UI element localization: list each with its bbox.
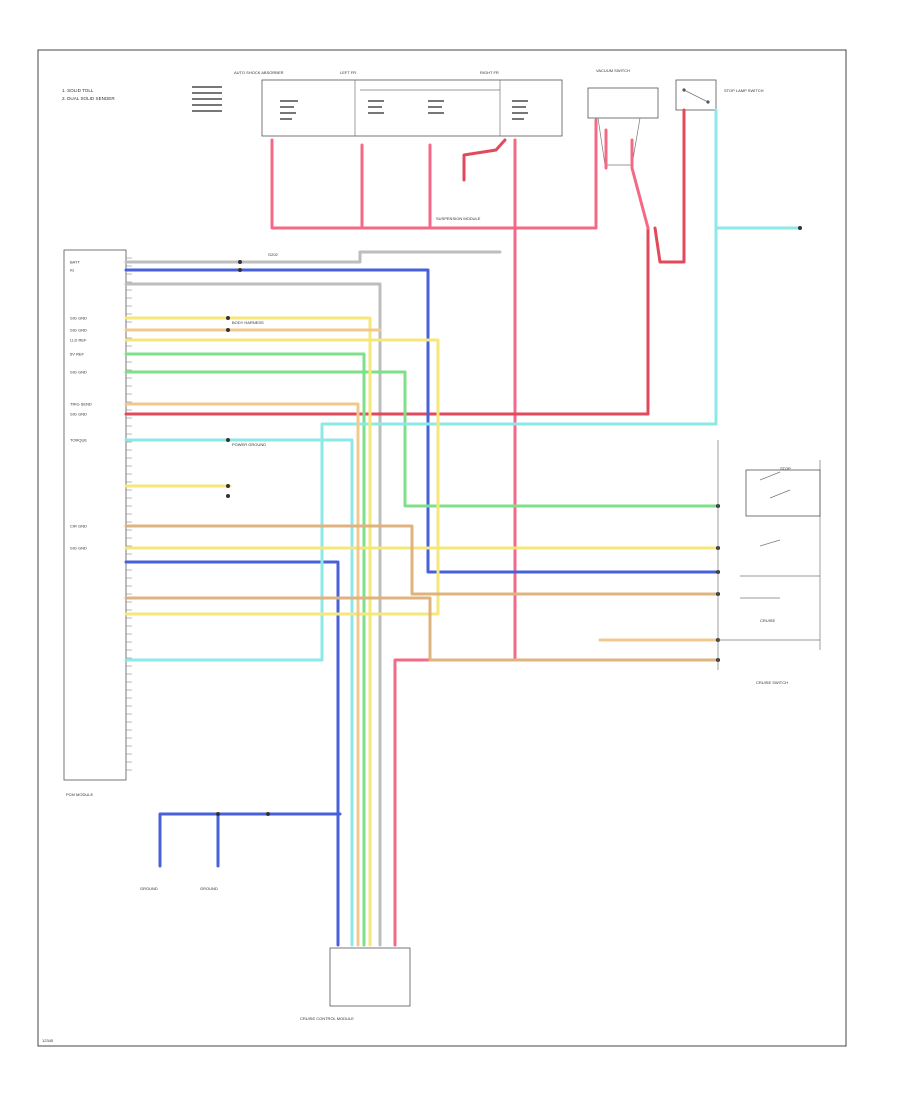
- wire-yellow-3: [124, 338, 440, 616]
- wire-gray-drop: [124, 282, 382, 947]
- legend-line-1: 1. SOLID TOLL: [62, 88, 94, 93]
- wire-cyan-2: [124, 108, 718, 662]
- top-connector-label-2: LEFT FR: [340, 70, 356, 75]
- vacuum-switch: VACUUM SWITCH: [587, 68, 659, 166]
- module-pin-label: IG: [70, 268, 74, 273]
- right-label-cruise: CRUISE: [760, 618, 775, 623]
- splice-label: SUSPENSION MODULE: [436, 216, 481, 221]
- ground-node-label: G202: [268, 252, 279, 257]
- wire-gray-top: [124, 250, 502, 264]
- module-pin-label: TRIG SEND: [70, 402, 92, 407]
- bottom-left-label-1: GROUND: [140, 886, 158, 891]
- wire-orange-1: [124, 402, 360, 947]
- module-pin-label: SIG GND: [70, 316, 87, 321]
- module-pin-label: TORQUE: [70, 438, 87, 443]
- module-pin-label: SIG GND: [70, 412, 87, 417]
- right-label-stop: STOP: [780, 466, 791, 471]
- bottom-left-label-2: GROUND: [200, 886, 218, 891]
- wire-red-right: [653, 108, 686, 264]
- wire-green-1: [124, 352, 366, 947]
- wire-yellow-1: [124, 316, 372, 947]
- left-module-title: PCM MODULE: [66, 792, 93, 797]
- stop-lamp-switch-label: STOP LAMP SWITCH: [724, 88, 764, 93]
- wire-blue-ground: [158, 812, 342, 868]
- wire-red-main: [124, 226, 650, 416]
- wire-cyan-1: [124, 438, 354, 947]
- module-pin-label: CIR GND: [70, 524, 87, 529]
- wire-tan-2: [124, 596, 720, 662]
- bottom-module: CRUISE CONTROL MODULE: [300, 947, 411, 1021]
- module-pin-label: SIG GND: [70, 546, 87, 551]
- wire-red-vac: [630, 138, 650, 230]
- footer-code: 12345: [42, 1038, 54, 1043]
- wire-red-top-loop: [270, 118, 598, 230]
- power-ground-label: POWER GROUND: [232, 442, 266, 447]
- module-pin-label: SIG GND: [70, 328, 87, 333]
- left-module: PCM MODULE BATT IG SIG GND SIG GND LLD REF 5V…: [63, 249, 132, 797]
- wire-blue-lower: [124, 560, 340, 947]
- stop-lamp-switch: STOP LAMP SWITCH: [675, 79, 764, 111]
- wire-green-2: [124, 370, 720, 508]
- wire-tan-1: [124, 524, 720, 596]
- wire-blue-top: [124, 268, 720, 574]
- bottom-module-label: CRUISE CONTROL MODULE: [300, 1016, 354, 1021]
- vacuum-switch-label: VACUUM SWITCH: [596, 68, 630, 73]
- legend-line-2: 2. DUAL SOLID SENDER: [62, 96, 115, 101]
- top-connector-label-1: AUTO SHOCK ABSORBER: [234, 70, 284, 75]
- cruise-switch: STOP CRUISE CRUISE SWITCH: [717, 440, 821, 685]
- module-pin-label: SIG GND: [70, 370, 87, 375]
- module-pin-label: LLD REF: [70, 338, 87, 343]
- top-connector-block: AUTO SHOCK ABSORBER LEFT FR RIGHT FR: [192, 70, 563, 137]
- cruise-switch-label: CRUISE SWITCH: [756, 680, 788, 685]
- splice-dots: [216, 226, 802, 816]
- body-harness-label: BODY HARNESS: [232, 320, 264, 325]
- diagram-frame: [37, 49, 847, 1047]
- module-pin-label: BATT: [70, 260, 80, 265]
- wire-red-bend: [462, 138, 507, 182]
- top-connector-label-3: RIGHT FR: [480, 70, 499, 75]
- module-pin-label: 5V REF: [70, 352, 85, 357]
